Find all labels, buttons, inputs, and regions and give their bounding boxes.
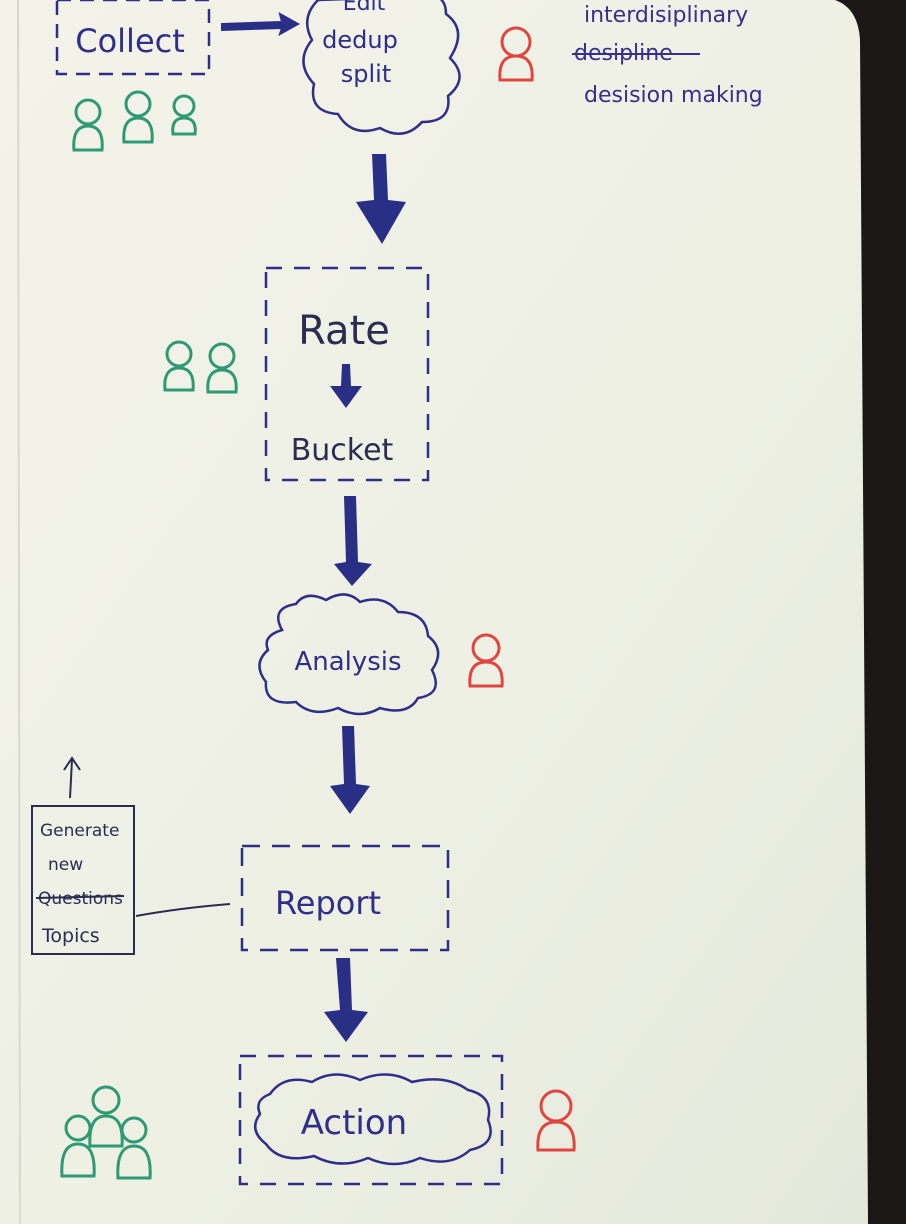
edit-line-1: Edit [343,0,386,16]
action-label: Action [301,1103,407,1143]
analyst-person-icon [468,633,504,688]
arrow-edit-to-rate [356,154,406,244]
raters-people-icon [163,340,238,394]
note-line-1: interdisiplinary [584,3,748,28]
team-people-icon [72,90,197,152]
edit-line-3: split [341,60,391,88]
arrow-analysis-to-report [330,726,370,814]
connector-topics-to-report [135,903,231,917]
edit-line-2: dedup [322,26,398,54]
analysis-cloud [258,593,440,716]
notebook-page [0,0,868,1224]
stakeholders-people-icon [60,1085,152,1180]
topics-line-3: Questions [38,889,123,909]
collect-box [55,0,211,76]
topics-line-2: new [48,855,83,875]
rate-bucket-box [264,266,430,482]
analysis-label: Analysis [294,647,401,677]
arrow-bucket-to-analysis [334,496,372,586]
edit-cloud [302,0,461,135]
arrow-collect-to-edit [221,12,301,37]
topics-line-1: Generate [40,821,119,841]
topics-box [31,805,135,955]
side-up-arrow [63,756,81,799]
note-line-3: desision making [584,83,763,108]
action-box [238,1054,504,1186]
report-label: Report [275,884,381,922]
topics-line-4: Topics [41,925,100,947]
arrow-report-to-action [324,958,368,1042]
report-box [240,844,450,952]
decision-maker-person-icon [536,1089,576,1152]
page-gutter [17,0,21,1224]
arrow-rate-to-bucket [330,364,362,408]
expert-person-icon [498,26,534,82]
action-cloud [253,1073,492,1166]
topics-strike [35,895,125,899]
bucket-label: Bucket [291,433,394,468]
collect-label: Collect [75,22,185,60]
rate-label: Rate [298,308,390,354]
